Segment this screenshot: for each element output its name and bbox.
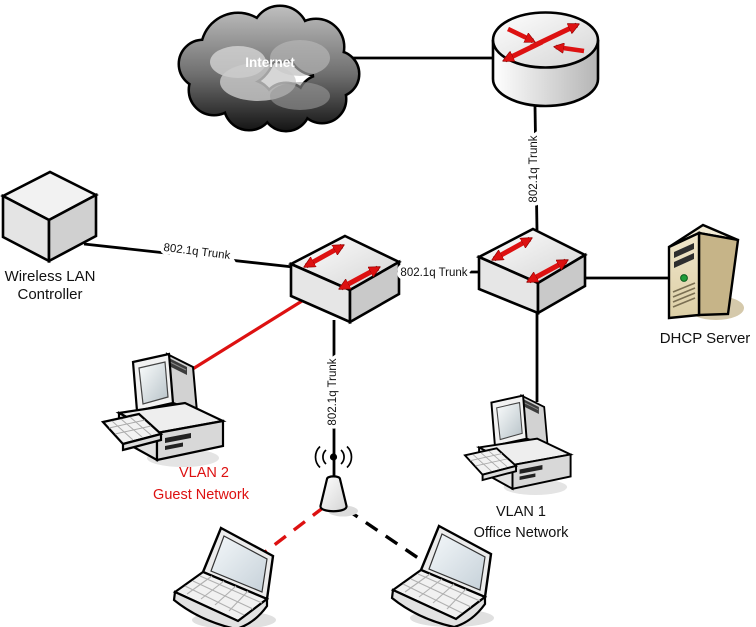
desktop-computer-icon [101, 352, 225, 469]
internet-cloud: Internet [177, 4, 361, 133]
trunk-label-switches: 802.1q Trunk [400, 267, 467, 279]
switch-right-node [475, 227, 588, 316]
laptop-left-icon [172, 526, 278, 627]
guest-pc-node: VLAN 2 Guest Network [101, 352, 250, 503]
trunk-label-router: 802.1q Trunk [528, 135, 540, 202]
office-pc-label-line1: VLAN 1 [496, 504, 546, 520]
laptop-right-icon [390, 524, 496, 627]
link-router-switch-right [533, 105, 539, 231]
wireless-lan-controller-node: Wireless LAN Controller [0, 170, 99, 303]
guest-pc-label-line2: Guest Network [153, 487, 250, 503]
dhcp-server-label: DHCP Server [660, 330, 751, 347]
wlc-label-line1: Wireless LAN [5, 268, 96, 285]
link-access-point-laptop-right [345, 507, 425, 564]
internet-label: Internet [245, 55, 295, 70]
desktop-computer-icon [464, 394, 572, 496]
office-pc-node: VLAN 1 Office Network [464, 394, 572, 541]
wlc-label-line2: Controller [17, 286, 82, 303]
ap-antenna-cone [319, 475, 348, 513]
router-arrows-icon [505, 22, 585, 63]
guest-pc-label-line1: VLAN 2 [179, 465, 229, 481]
link-switch-left-guest-pc [182, 299, 303, 377]
trunk-label-ap: 802.1q Trunk [327, 358, 339, 425]
switch-arrows-icon [494, 236, 566, 284]
switch-arrows-icon [306, 243, 378, 291]
office-pc-label-line2: Office Network [474, 525, 570, 541]
link-labels: 802.1q Trunk 802.1q Trunk 802.1q Trunk 8… [159, 132, 543, 429]
access-point-node [314, 445, 358, 517]
wlc-side-face [47, 192, 98, 264]
wireless-signal-icon [314, 445, 353, 469]
server-power-led [680, 274, 688, 282]
link-wlc-switch-left [83, 242, 294, 269]
links [83, 56, 670, 564]
switch-left-node [287, 234, 402, 325]
router-node [491, 11, 600, 108]
trunk-label-wlc: 802.1q Trunk [163, 242, 231, 262]
dhcp-server-node: DHCP Server [660, 223, 751, 347]
